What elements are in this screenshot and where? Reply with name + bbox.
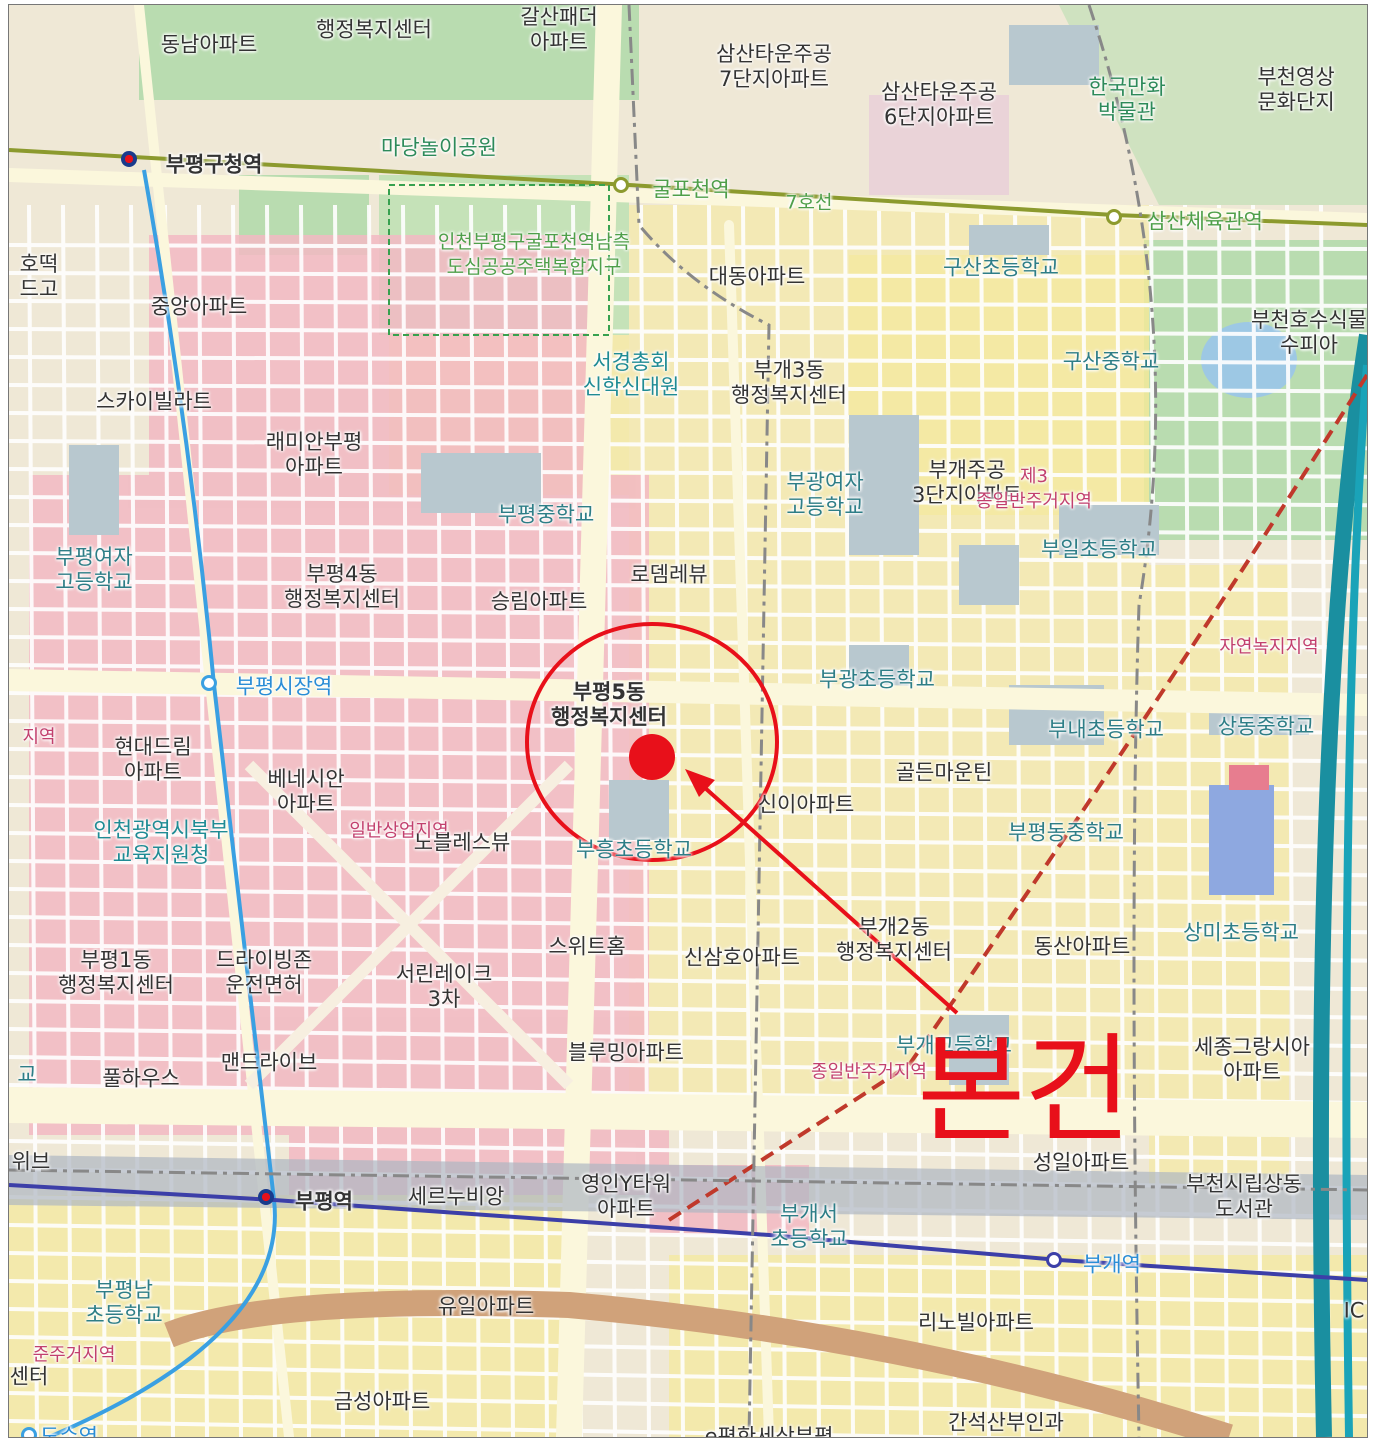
station-dosan-icon[interactable] — [21, 1427, 37, 1437]
map-label-jungang[interactable]: 중앙아파트 — [150, 294, 248, 319]
map-label-bupyeong-gu-st[interactable]: 부평구청역 — [165, 152, 263, 177]
map-label-yuil[interactable]: 유일아파트 — [437, 1294, 535, 1319]
map-label-jiyeok-left[interactable]: 지역 — [22, 726, 56, 748]
map-label-bupyeong-mid[interactable]: 부평중학교 — [497, 502, 595, 527]
map-label-samsan-st[interactable]: 삼산체육관역 — [1147, 209, 1263, 234]
station-bupyeong-gu-icon[interactable] — [121, 151, 137, 167]
map-label-mandrive[interactable]: 맨드라이브 — [220, 1050, 318, 1075]
map-label-ic[interactable]: IC — [1343, 1298, 1365, 1323]
map-label-fullhouse[interactable]: 풀하우스 — [102, 1066, 180, 1091]
map-label-ganseoksan[interactable]: 간석산부인과 — [948, 1410, 1064, 1435]
map-label-daedong[interactable]: 대동아파트 — [708, 264, 806, 289]
map-label-zone-bottom-left[interactable]: 준주거지역 — [32, 1344, 116, 1366]
map-label-bupyeong-market-st[interactable]: 부평시장역 — [235, 674, 333, 699]
map-label-madang[interactable]: 마당놀이공원 — [381, 135, 497, 160]
map-label-gulpocheon-st[interactable]: 굴포천역 — [652, 177, 730, 202]
map-label-dosan-st[interactable]: 도수역 — [40, 1424, 98, 1438]
map-label-nature-zone[interactable]: 자연녹지지역 — [1219, 636, 1319, 658]
map-label-center-left[interactable]: 센터 — [9, 1364, 49, 1389]
map-label-bupyeongdong-mid[interactable]: 부평동중학교 — [1008, 820, 1124, 845]
station-gulpocheon-icon[interactable] — [613, 177, 629, 193]
subject-property-label: 본건 — [917, 1021, 1132, 1159]
map-label-sinhi[interactable]: 신이아파트 — [757, 792, 855, 817]
map-label-sinsamho[interactable]: 신삼호아파트 — [684, 945, 800, 970]
map-label-bugae-high[interactable]: 부개고등학교 — [896, 1033, 1012, 1058]
station-bupyeong-icon[interactable] — [258, 1189, 274, 1205]
map-label-sweet[interactable]: 스위트홈 — [548, 934, 626, 959]
map-label-lodem[interactable]: 로뎀레뷰 — [630, 562, 708, 587]
map-label-bupyeong-hc-top[interactable]: 행정복지센터 — [316, 17, 432, 42]
map-label-dongnam[interactable]: 동남아파트 — [160, 32, 258, 57]
map-label-bugwang-el[interactable]: 부광초등학교 — [819, 667, 935, 692]
map-label-line7[interactable]: 7호선 — [785, 191, 833, 214]
station-bugae-icon[interactable] — [1046, 1252, 1062, 1268]
map-label-zone-general[interactable]: 종일반주거지역 — [811, 1061, 927, 1083]
map-label-bunae-el[interactable]: 부내초등학교 — [1048, 717, 1164, 742]
map-label-blooming[interactable]: 블루밍아파트 — [568, 1040, 684, 1065]
map-label-sangmi-el[interactable]: 상미초등학교 — [1183, 920, 1299, 945]
map-label-renobel[interactable]: 리노빌아파트 — [918, 1310, 1034, 1335]
map-label-seongil[interactable]: 성일아파트 — [1032, 1150, 1130, 1175]
map-label-gusan-mid[interactable]: 구산중학교 — [1062, 349, 1160, 374]
map-label-dongsan[interactable]: 동산아파트 — [1033, 934, 1131, 959]
map-label-bupyeong-st[interactable]: 부평역 — [295, 1189, 353, 1214]
station-samsan-icon[interactable] — [1106, 209, 1122, 225]
map-label-buheung-el[interactable]: 부흥초등학교 — [576, 837, 692, 862]
map-label-gyo-left[interactable]: 교 — [17, 1062, 37, 1087]
map-label-ibu[interactable]: 위브 — [11, 1149, 51, 1174]
map-label-commercial-zone[interactable]: 일반상업지역 — [349, 820, 449, 842]
target-annotation — [525, 622, 959, 1015]
map-label-bupyeong-bottom[interactable]: e편한세상부평 — [704, 1424, 834, 1438]
map-label-buil-el[interactable]: 부일초등학교 — [1041, 537, 1157, 562]
map-label-bugae-st[interactable]: 부개역 — [1083, 1252, 1141, 1277]
map-label-serenu[interactable]: 세르누비앙 — [407, 1184, 505, 1209]
station-bupyeong-market-icon[interactable] — [201, 675, 217, 691]
map-label-noble[interactable]: 노블레스뷰 — [413, 830, 511, 855]
map-label-gusan-el[interactable]: 구산초등학교 — [943, 255, 1059, 280]
map-label-sky[interactable]: 스카이빌라트 — [96, 389, 212, 414]
map-label-golden[interactable]: 골든마운틴 — [895, 760, 993, 785]
map-base-layer — [9, 5, 1367, 1437]
map-label-sangdong-mid[interactable]: 상동중학교 — [1217, 714, 1315, 739]
map-label-geumseong[interactable]: 금성아파트 — [333, 1389, 431, 1414]
map-label-seungrim[interactable]: 승림아파트 — [490, 589, 588, 614]
